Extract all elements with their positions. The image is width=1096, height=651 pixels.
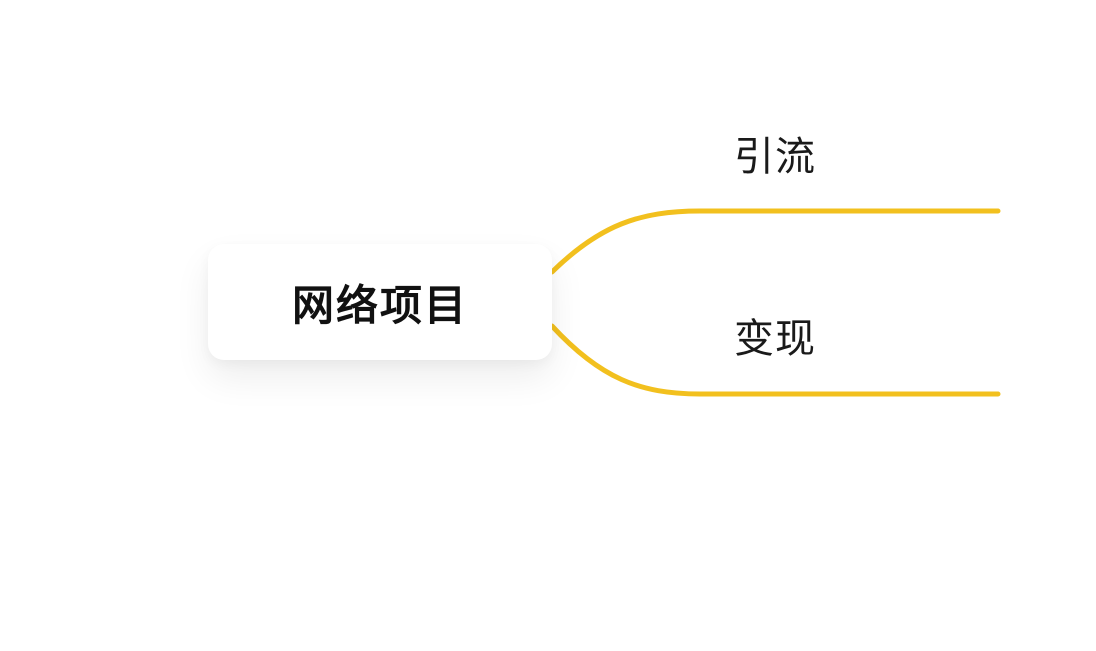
connector-branch-2 <box>549 323 1001 397</box>
branch-node-traffic[interactable]: 引流 <box>734 134 816 180</box>
branch-node-monetization[interactable]: 变现 <box>734 316 816 362</box>
connector-branch-1 <box>549 208 1001 275</box>
root-node[interactable]: 网络项目 <box>208 244 552 360</box>
root-node-label: 网络项目 <box>291 280 468 330</box>
